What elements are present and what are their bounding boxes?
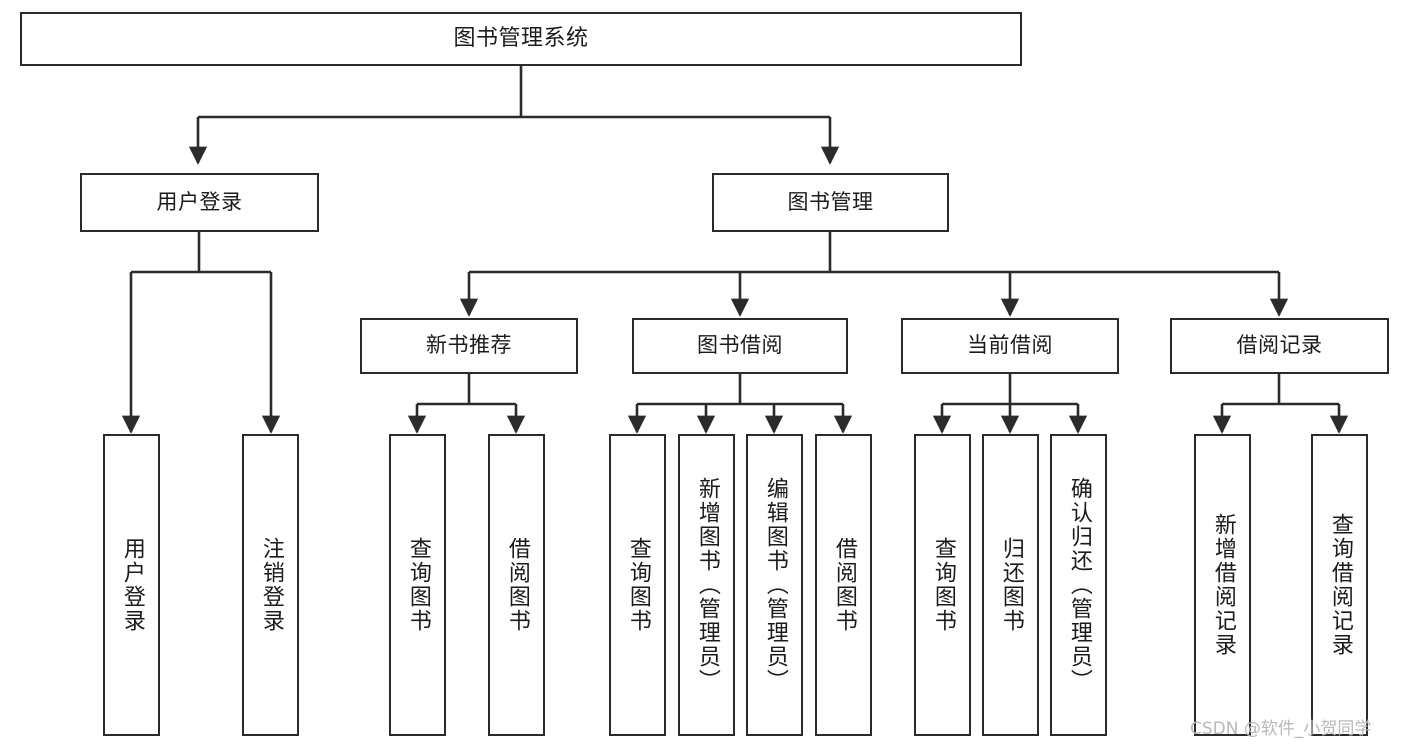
- node-current-borrow[interactable]: 当前借阅: [901, 318, 1119, 374]
- node-label: 用户登录: [119, 537, 145, 633]
- node-label: 借阅图书: [504, 537, 530, 633]
- node-label: 新书推荐: [426, 333, 512, 358]
- leaf-current-return-book[interactable]: 归还图书: [982, 434, 1039, 736]
- node-new-book-recommend[interactable]: 新书推荐: [360, 318, 578, 374]
- leaf-logout-login[interactable]: 注销登录: [242, 434, 299, 736]
- leaf-borrow-edit-book-admin[interactable]: 编辑图书（管理员）: [746, 434, 803, 736]
- node-label: 确认归还（管理员）: [1066, 477, 1092, 693]
- node-label: 查询借阅记录: [1327, 513, 1353, 657]
- leaf-record-add-record[interactable]: 新增借阅记录: [1194, 434, 1251, 736]
- node-user-login[interactable]: 用户登录: [80, 173, 319, 232]
- node-label: 编辑图书（管理员）: [762, 477, 788, 693]
- node-label: 查询图书: [405, 537, 431, 633]
- leaf-current-confirm-return-admin[interactable]: 确认归还（管理员）: [1050, 434, 1107, 736]
- node-label: 借阅记录: [1236, 333, 1323, 358]
- leaf-current-query-book[interactable]: 查询图书: [914, 434, 971, 736]
- leaf-borrow-query-book[interactable]: 查询图书: [609, 434, 666, 736]
- node-label: 新增借阅记录: [1210, 513, 1236, 657]
- node-label: 当前借阅: [967, 333, 1053, 358]
- leaf-record-query-record[interactable]: 查询借阅记录: [1311, 434, 1368, 736]
- node-book-borrow[interactable]: 图书借阅: [632, 318, 848, 374]
- csdn-watermark: CSDN @软件_小贺同学: [1190, 719, 1372, 739]
- leaf-recommend-borrow-book[interactable]: 借阅图书: [488, 434, 545, 736]
- node-label: 归还图书: [998, 537, 1024, 633]
- leaf-recommend-query-book[interactable]: 查询图书: [389, 434, 446, 736]
- node-label: 新增图书（管理员）: [694, 477, 720, 693]
- node-label: 注销登录: [258, 537, 284, 633]
- leaf-user-login[interactable]: 用户登录: [103, 434, 160, 736]
- node-label: 图书管理系统: [453, 25, 589, 51]
- leaf-borrow-add-book-admin[interactable]: 新增图书（管理员）: [678, 434, 735, 736]
- node-root-system[interactable]: 图书管理系统: [20, 12, 1022, 66]
- node-book-management[interactable]: 图书管理: [712, 173, 949, 232]
- leaf-borrow-borrow-book[interactable]: 借阅图书: [815, 434, 872, 736]
- node-label: 图书借阅: [697, 333, 783, 358]
- node-label: 图书管理: [787, 189, 874, 214]
- node-label: 用户登录: [156, 189, 243, 214]
- node-label: 查询图书: [625, 537, 651, 633]
- node-label: 借阅图书: [831, 537, 857, 633]
- node-borrow-record[interactable]: 借阅记录: [1170, 318, 1389, 374]
- node-label: 查询图书: [930, 537, 956, 633]
